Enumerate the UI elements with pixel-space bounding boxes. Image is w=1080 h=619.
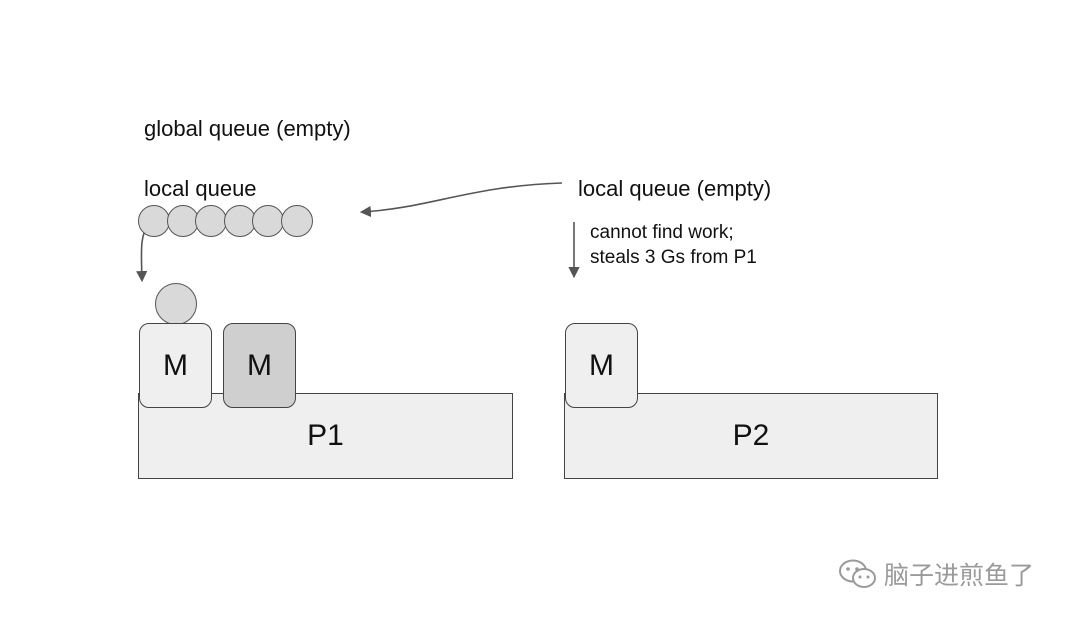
steal-note-line1: cannot find work; (590, 222, 734, 243)
steal-arrow (359, 182, 563, 218)
p1-machine-1: M (139, 323, 212, 408)
machine-label: M (589, 348, 614, 382)
global-queue-label: global queue (empty) (144, 116, 351, 141)
p1-machine-2: M (223, 323, 296, 408)
wechat-icon (839, 559, 876, 588)
watermark: 脑子进煎鱼了 (838, 556, 1034, 592)
machine-label: M (247, 348, 272, 382)
p2-local-queue-label: local queue (empty) (578, 176, 772, 201)
machine-label: M (163, 348, 188, 382)
queued-goroutine (166, 205, 199, 237)
p1-local-queue-label: local queue (144, 176, 257, 201)
p1-label: P1 (307, 419, 344, 452)
queued-goroutine (223, 205, 256, 237)
p2-label: P2 (732, 419, 770, 452)
p2-machine-1: M (565, 323, 638, 408)
steal-note-line2: steals 3 Gs from P1 (590, 247, 757, 268)
queued-goroutine (195, 205, 227, 237)
watermark-text: 脑子进煎鱼了 (884, 561, 1035, 590)
running-goroutine (155, 283, 197, 325)
queued-goroutine (138, 205, 170, 237)
queued-goroutine (280, 205, 313, 237)
queued-goroutine (252, 205, 284, 237)
